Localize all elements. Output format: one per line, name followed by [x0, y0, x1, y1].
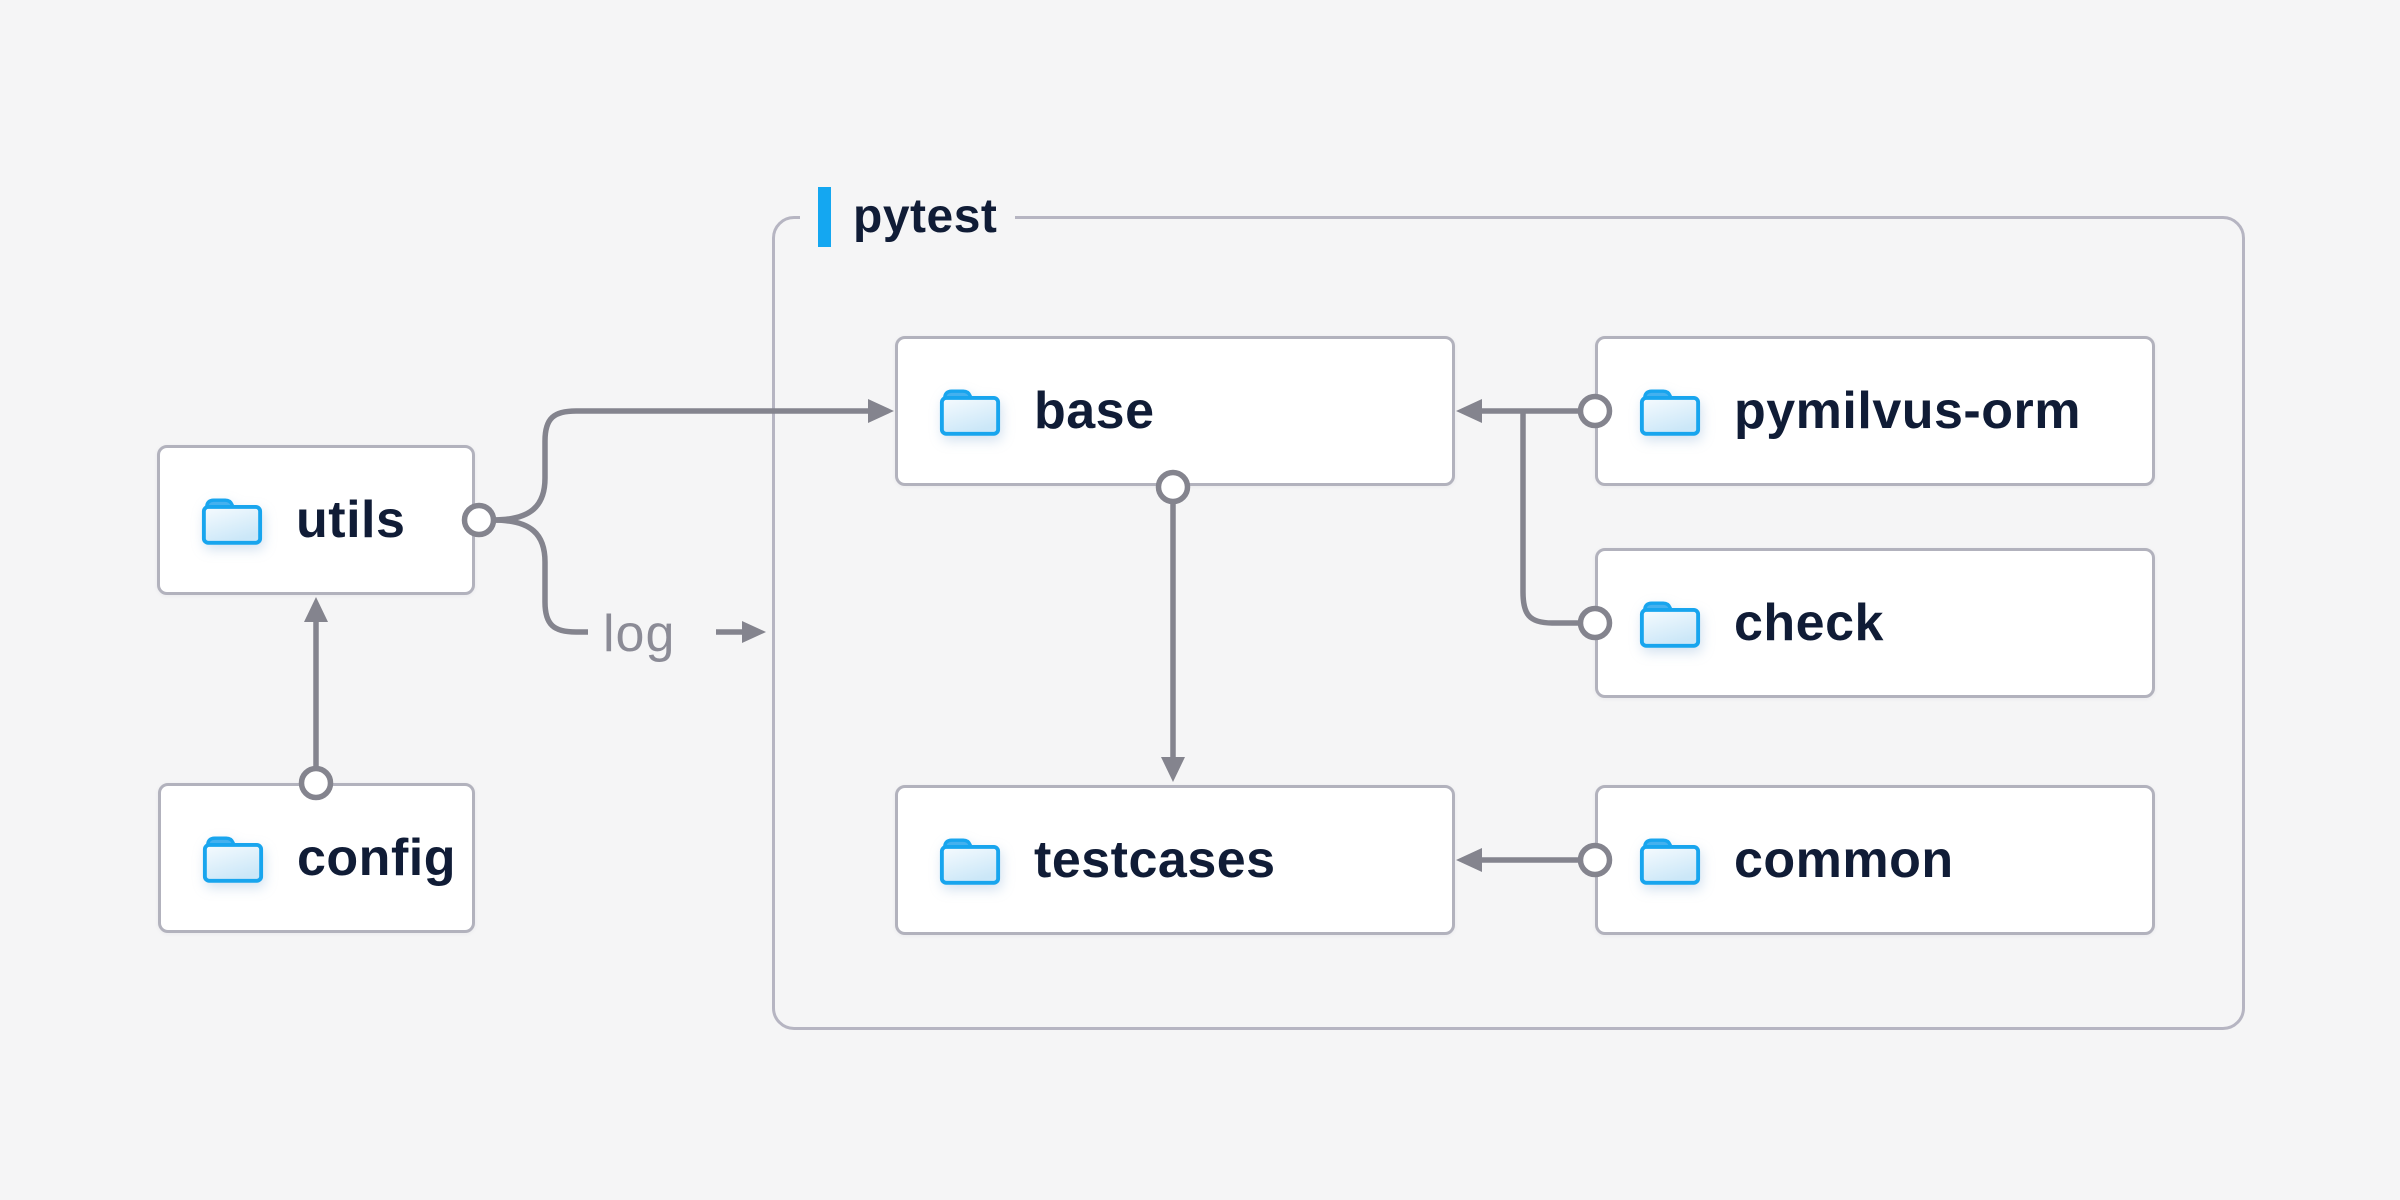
node-label: testcases	[1034, 831, 1276, 889]
folder-icon	[939, 837, 1001, 885]
node-pymilvus-orm: pymilvus-orm	[1595, 336, 2155, 486]
folder-icon	[939, 388, 1001, 436]
edge-utils-log-line	[492, 517, 588, 635]
node-common: common	[1595, 785, 2155, 935]
folder-icon	[202, 835, 264, 883]
node-utils: utils	[157, 445, 475, 595]
pytest-group-container	[772, 216, 2245, 1030]
node-config: config	[158, 783, 475, 933]
edge-config-utils-arrowhead	[304, 597, 328, 622]
folder-icon	[201, 497, 263, 545]
folder-icon	[1639, 600, 1701, 648]
node-label: pymilvus-orm	[1734, 382, 2081, 440]
folder-icon	[1639, 388, 1701, 436]
folder-icon	[1639, 837, 1701, 885]
node-label: utils	[296, 491, 406, 549]
node-label: check	[1734, 594, 1884, 652]
group-title: pytest	[853, 190, 998, 243]
node-label: config	[297, 829, 456, 887]
node-testcases: testcases	[895, 785, 1455, 935]
edge-log-arrowhead	[742, 621, 766, 643]
accent-bar	[818, 187, 831, 247]
node-label: base	[1034, 382, 1155, 440]
edge-label-log: log	[603, 605, 676, 663]
node-label: common	[1734, 831, 1954, 889]
node-check: check	[1595, 548, 2155, 698]
pytest-group-legend: pytest	[800, 178, 1016, 256]
node-base: base	[895, 336, 1455, 486]
